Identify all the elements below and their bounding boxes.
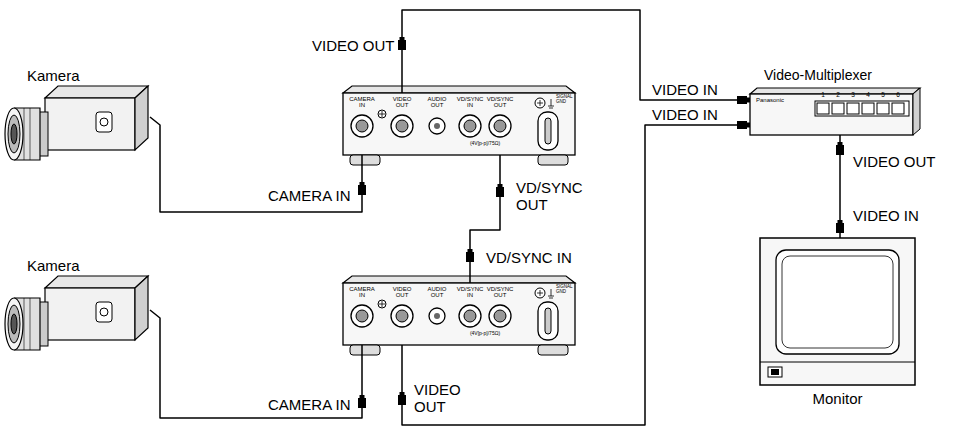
panel-label: CAMERA IN <box>347 286 377 299</box>
monitor-box: Monitor <box>760 238 915 385</box>
signal-label: VIDEO IN <box>652 107 742 124</box>
cable <box>150 310 362 418</box>
interface-box <box>343 276 575 355</box>
signal-label: VIDEO OUT <box>853 154 953 171</box>
signal-label: VIDEO OUT <box>414 382 474 415</box>
camera <box>5 276 148 350</box>
interface-box: CAMERA IN VIDEO OUT AUDIO OUT VD/SYNC INVD/… <box>343 283 575 345</box>
cable <box>150 117 362 212</box>
signal-label: VIDEO OUT <box>312 38 398 55</box>
monitor <box>760 238 915 385</box>
camera <box>5 86 148 160</box>
panel-label: SIGNAL GND <box>556 285 574 294</box>
panel-label: 1 <box>817 92 829 99</box>
panel-label: VIDEO OUT <box>387 286 417 299</box>
device-name: Video-Multiplexer <box>764 68 924 83</box>
cable <box>402 125 750 425</box>
panel-label: CAMERA IN <box>347 96 377 109</box>
panel-label: (4V[p-p]/75Ω) <box>451 141 519 146</box>
cable <box>840 135 841 238</box>
panel-label: SIGNAL GND <box>556 95 574 104</box>
panel-label: AUDIO OUT <box>423 286 451 299</box>
plugs <box>358 37 844 408</box>
panel-label: 5 <box>877 92 889 99</box>
panel-label: 2 <box>832 92 844 99</box>
signal-label: VD/SYNC OUT <box>516 180 596 213</box>
panel-label: VD/SYNC IN <box>455 96 485 109</box>
signal-label: VIDEO IN <box>853 208 953 225</box>
device-name: Kamera <box>27 258 117 274</box>
interface-box <box>343 86 575 165</box>
signal-label: VD/SYNC IN <box>486 250 586 267</box>
cable <box>402 10 750 100</box>
signal-label: CAMERA IN <box>268 397 354 414</box>
panel-label: Panasonic <box>756 97 800 103</box>
camera-node: Kamera <box>5 282 150 368</box>
panel-label: AUDIO OUT <box>423 96 451 109</box>
device-name: Kamera <box>27 68 117 84</box>
panel-label: 4 <box>862 92 874 99</box>
multiplexer-box: Video-MultiplexerPanasonic123456 <box>750 88 920 135</box>
panel-label: VD/SYNC OUT <box>485 96 515 109</box>
signal-label: CAMERA IN <box>268 188 354 205</box>
panel-label: 6 <box>892 92 904 99</box>
signal-label: VIDEO IN <box>652 82 742 99</box>
panel-label: VD/SYNC IN <box>455 286 485 299</box>
panel-label: 3 <box>847 92 859 99</box>
device-name: Monitor <box>760 391 915 407</box>
panel-label: (4V[p-p]/75Ω) <box>451 331 519 336</box>
camera-node: Kamera <box>5 92 150 178</box>
multiplexer <box>750 88 920 135</box>
interface-box: CAMERA IN VIDEO OUT AUDIO OUT VD/SYNC INVD/… <box>343 93 575 155</box>
panel-label: VD/SYNC OUT <box>485 286 515 299</box>
panel-label: VIDEO OUT <box>387 96 417 109</box>
